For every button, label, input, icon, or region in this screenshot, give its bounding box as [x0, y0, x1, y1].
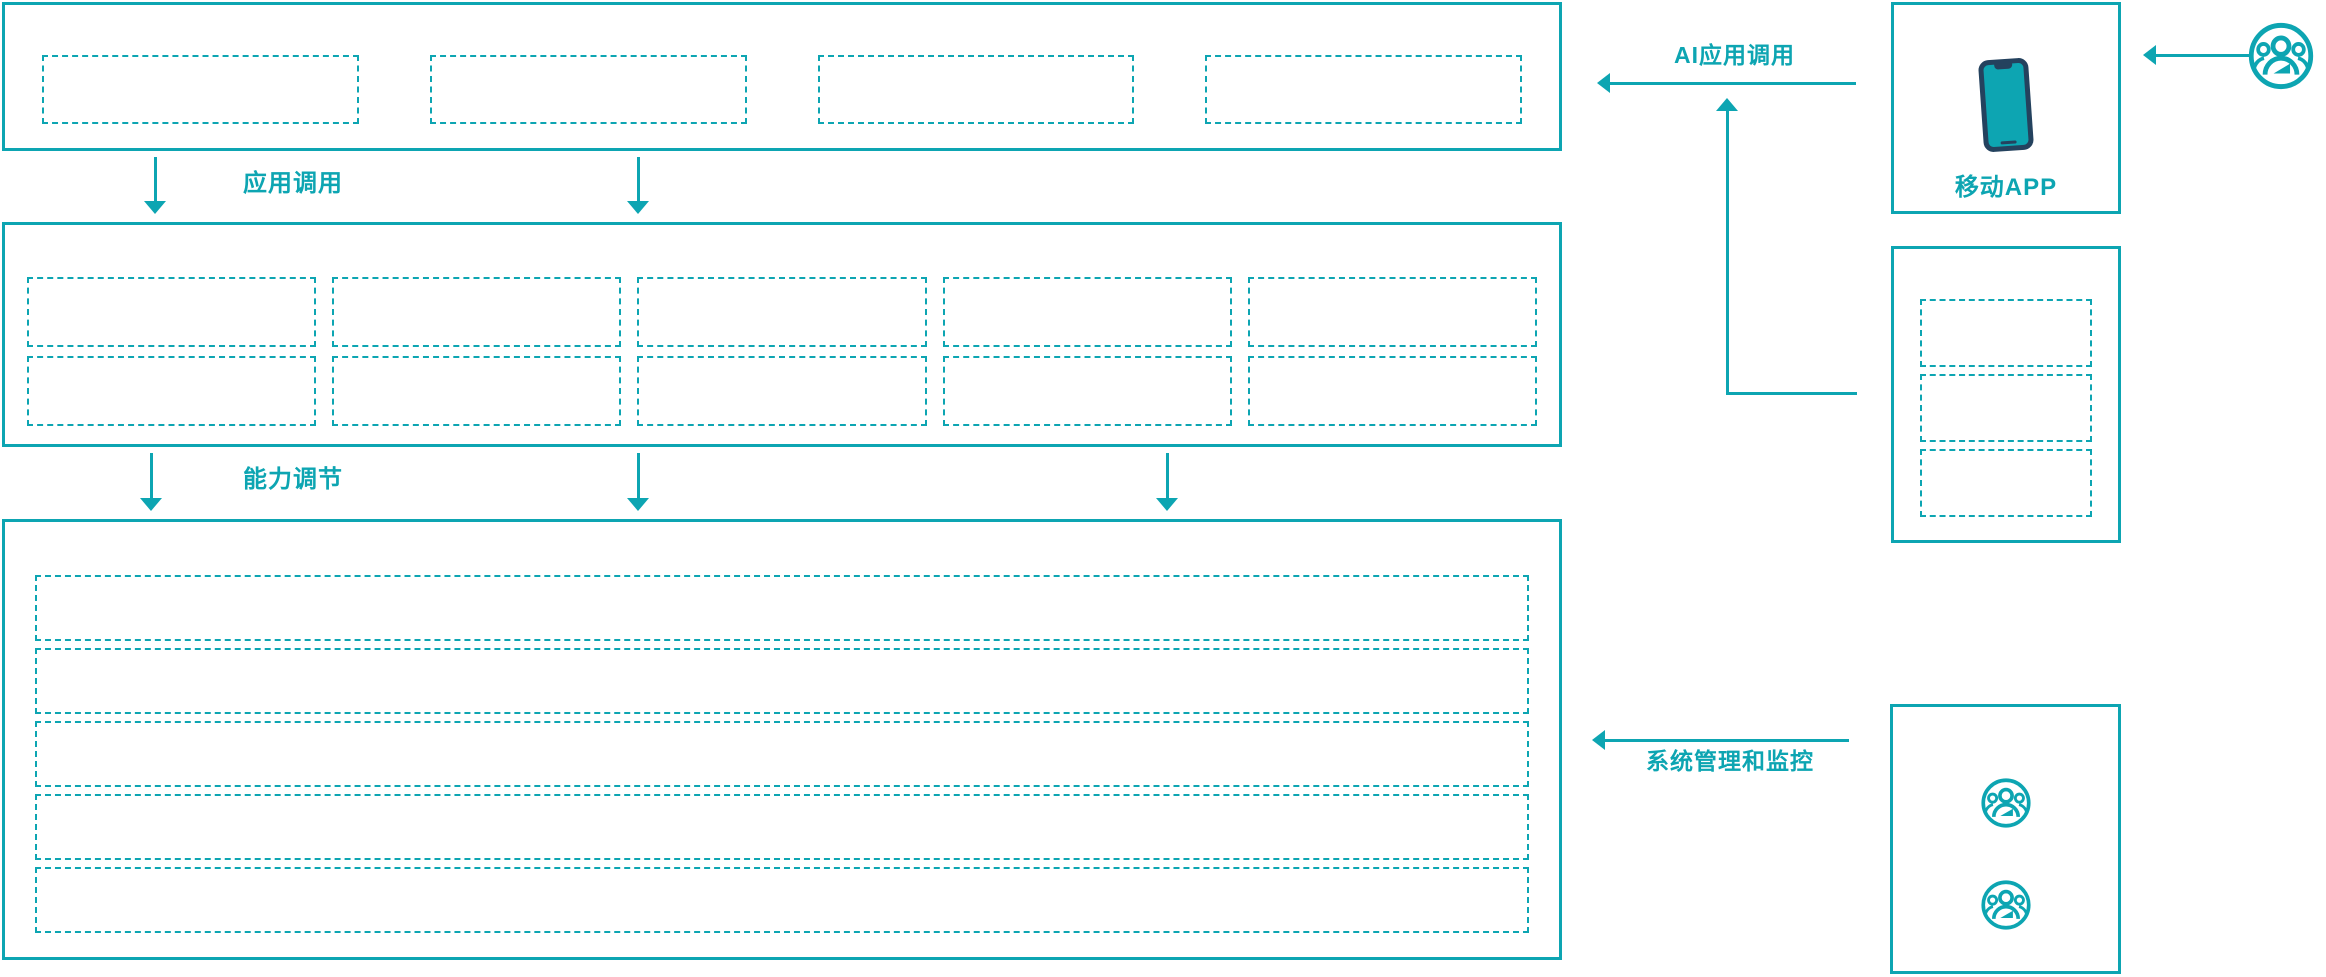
application-placeholder-box [817, 55, 1135, 124]
capability-placeholder-row [35, 867, 1529, 933]
middle-layer-row [27, 356, 1538, 426]
service-placeholder-box [332, 277, 622, 347]
device-placeholder-box [1920, 449, 2092, 517]
service-placeholder-box [942, 356, 1232, 426]
left-arrow-icon [1597, 73, 1856, 93]
top-application-layer [2, 2, 1562, 151]
service-placeholder-box [1247, 356, 1538, 426]
elbow-connector-line [1726, 392, 1857, 395]
application-placeholder-box [1205, 55, 1522, 124]
down-arrow-icon [627, 157, 649, 214]
arrowhead-down-icon [1156, 498, 1178, 511]
middle-service-layer [2, 222, 1562, 447]
arrowhead-left-icon [2143, 45, 2156, 65]
up-arrow-icon [1716, 98, 1738, 395]
middle-layer-row [27, 277, 1538, 347]
top-layer-placeholders [5, 5, 1559, 148]
bottom-layer-rows [5, 522, 1559, 957]
mobile-app-label: 移动APP [1954, 174, 2058, 201]
application-placeholder-box [42, 55, 359, 124]
device-placeholder-box [1920, 374, 2092, 442]
service-placeholder-box [637, 277, 927, 347]
mobile-app-panel: 移动APP [1891, 2, 2121, 214]
capability-adjust-label: 能力调节 [243, 466, 343, 493]
arrowhead-up-icon [1716, 98, 1738, 111]
service-placeholder-box [637, 356, 927, 426]
application-placeholder-box [429, 55, 747, 124]
capability-placeholder-row [35, 794, 1529, 860]
service-placeholder-box [942, 277, 1232, 347]
device-panel [1891, 246, 2121, 543]
arrowhead-down-icon [140, 498, 162, 511]
down-arrow-icon [627, 453, 649, 511]
admin-team-icon [1980, 777, 2032, 829]
service-placeholder-box [27, 277, 317, 347]
admin-panel [1890, 704, 2121, 974]
app-call-label: 应用调用 [243, 170, 343, 197]
admin-icons [1893, 707, 2118, 971]
smartphone-icon [1977, 57, 2035, 153]
device-placeholder-box [1920, 299, 2092, 367]
arrowhead-down-icon [144, 201, 166, 214]
admin-team-icon [1980, 879, 2032, 931]
arrowhead-left-icon [1592, 730, 1605, 750]
service-placeholder-box [332, 356, 622, 426]
left-arrow-icon [1592, 730, 1849, 750]
system-monitoring-label: 系统管理和监控 [1646, 748, 1814, 774]
arrowhead-left-icon [1597, 73, 1610, 93]
down-arrow-icon [1156, 453, 1178, 511]
ai-app-call-label: AI应用调用 [1674, 42, 1795, 68]
left-arrow-icon [2143, 45, 2250, 65]
arrowhead-down-icon [627, 498, 649, 511]
device-placeholders [1894, 249, 2118, 540]
end-user-icon [2247, 21, 2315, 91]
down-arrow-icon [140, 453, 162, 511]
arrowhead-down-icon [627, 201, 649, 214]
middle-layer-rows [5, 225, 1559, 444]
bottom-capability-layer [2, 519, 1562, 960]
down-arrow-icon [144, 157, 166, 214]
capability-placeholder-row [35, 575, 1529, 641]
service-placeholder-box [1247, 277, 1538, 347]
service-placeholder-box [27, 356, 317, 426]
capability-placeholder-row [35, 721, 1529, 787]
capability-placeholder-row [35, 648, 1529, 714]
